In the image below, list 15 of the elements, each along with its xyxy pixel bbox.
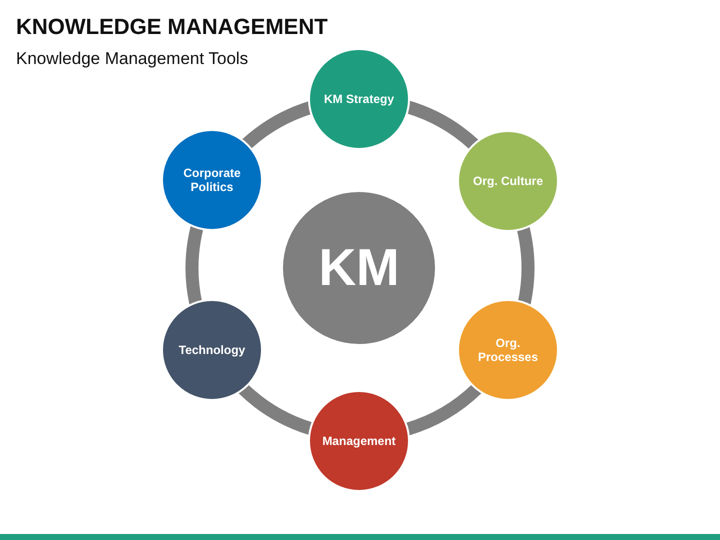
title: KNOWLEDGE MANAGEMENT — [16, 14, 328, 40]
node-label: Org. Processes — [476, 336, 540, 364]
ring-connector — [516, 227, 534, 304]
ring-connector — [405, 100, 478, 150]
ring-connector — [242, 101, 313, 150]
node-label: Technology — [178, 343, 246, 357]
ring-connector — [405, 383, 482, 436]
ring-connector — [186, 226, 204, 305]
ring-connector — [238, 383, 313, 435]
node-label: Corporate Politics — [182, 166, 242, 194]
node-label: KM — [318, 238, 400, 298]
node-label: Management — [321, 434, 397, 448]
node-label: KM Strategy — [322, 92, 395, 106]
node-label: Org. Culture — [472, 174, 544, 188]
subtitle: Knowledge Management Tools — [16, 49, 248, 69]
